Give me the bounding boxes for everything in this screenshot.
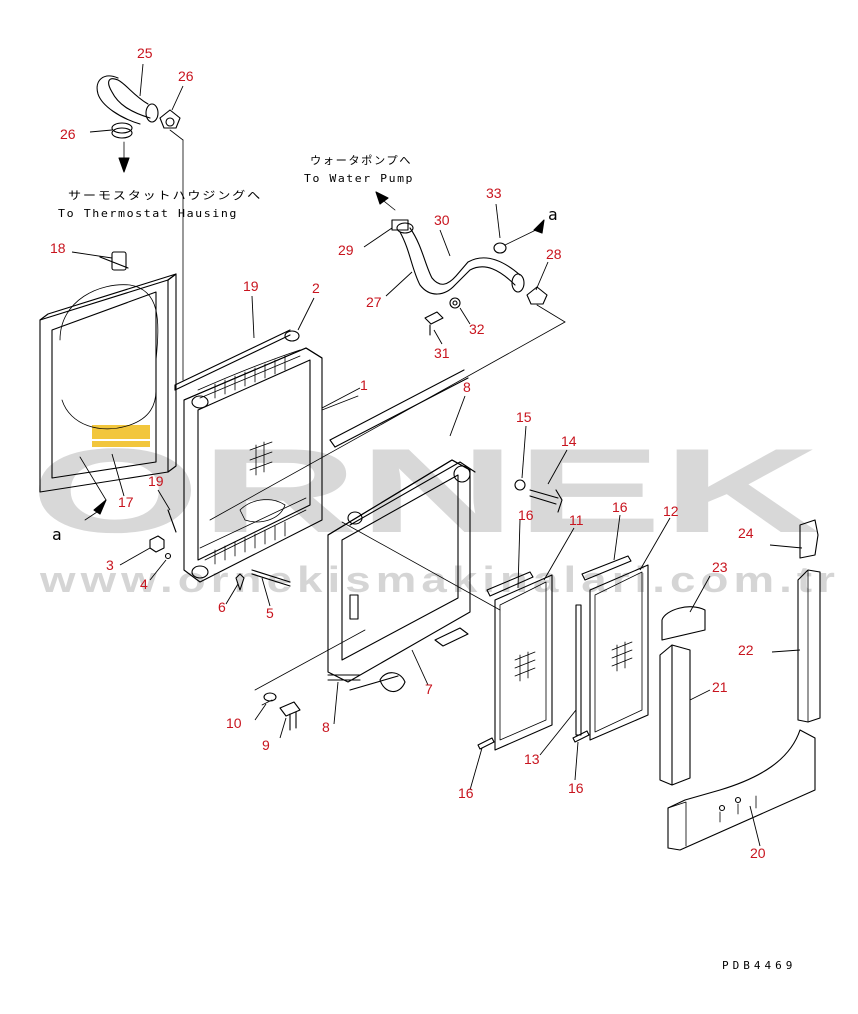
callout: 22 — [738, 642, 754, 658]
caption-water-pump-en: To Water Pump — [304, 172, 414, 185]
callout: 26 — [178, 68, 194, 84]
watermark: ORNEK www.ornekismakinalari.com.tr — [30, 424, 840, 600]
callout: 4 — [140, 576, 148, 592]
callout: 8 — [322, 719, 330, 735]
callout: 32 — [469, 321, 485, 337]
callout: 15 — [516, 409, 532, 425]
callout: 16 — [518, 507, 534, 523]
callout-numbers: 25 26 26 18 19 2 29 30 33 28 27 32 31 1 … — [50, 45, 766, 861]
caption-water-pump-jp: ウォータポンプへ — [310, 154, 412, 167]
callout: 25 — [137, 45, 153, 61]
callout: 10 — [226, 715, 242, 731]
mesh-panels — [477, 555, 649, 751]
callout: 7 — [425, 681, 433, 697]
drawing-code: PDB4469 — [722, 959, 796, 972]
callout: 29 — [338, 242, 354, 258]
callout: 17 — [118, 494, 134, 510]
callout: 33 — [486, 185, 502, 201]
captions: サーモスタットハウジングへ To Thermostat Hausing ウォータ… — [52, 154, 796, 972]
arrow-ref-left: a — [52, 525, 63, 544]
lower-hose-assembly — [209, 191, 566, 521]
callout: 11 — [569, 512, 584, 528]
callout: 5 — [266, 605, 274, 621]
callout: 19 — [148, 473, 164, 489]
callout: 12 — [663, 503, 679, 519]
callout: 16 — [458, 785, 474, 801]
callout: 18 — [50, 240, 66, 256]
foam-seals — [659, 519, 821, 851]
callout: 8 — [463, 379, 471, 395]
callout: 23 — [712, 559, 728, 575]
callout: 9 — [262, 737, 270, 753]
upper-hose-assembly — [96, 75, 184, 381]
callout: 1 — [360, 377, 368, 393]
radiator-core — [174, 329, 359, 583]
fan-shroud — [39, 251, 177, 521]
callout: 21 — [712, 679, 728, 695]
watermark-brand: ORNEK — [30, 424, 820, 558]
watermark-accent-bar — [92, 425, 150, 439]
callout: 28 — [546, 246, 562, 262]
fastener-parts — [149, 509, 366, 731]
caption-thermostat-en: To Thermostat Hausing — [58, 207, 238, 220]
callout: 30 — [434, 212, 450, 228]
callout: 26 — [60, 126, 76, 142]
callout: 16 — [568, 780, 584, 796]
callout: 13 — [524, 751, 540, 767]
callout: 24 — [738, 525, 754, 541]
screen-frame — [327, 369, 563, 693]
callout: 3 — [106, 557, 114, 573]
caption-thermostat-jp: サーモスタットハウジングへ — [68, 188, 262, 202]
arrow-ref-top: a — [548, 205, 559, 224]
callout: 27 — [366, 294, 382, 310]
callout: 31 — [434, 345, 450, 361]
callout: 16 — [612, 499, 628, 515]
leader-lines — [71, 63, 803, 847]
watermark-url: www.ornekismakinalari.com.tr — [39, 559, 840, 600]
callout: 2 — [312, 280, 320, 296]
callout: 14 — [561, 433, 577, 449]
callout: 6 — [218, 599, 226, 615]
watermark-accent-bar — [92, 441, 150, 447]
callout: 19 — [243, 278, 259, 294]
callout: 20 — [750, 845, 766, 861]
